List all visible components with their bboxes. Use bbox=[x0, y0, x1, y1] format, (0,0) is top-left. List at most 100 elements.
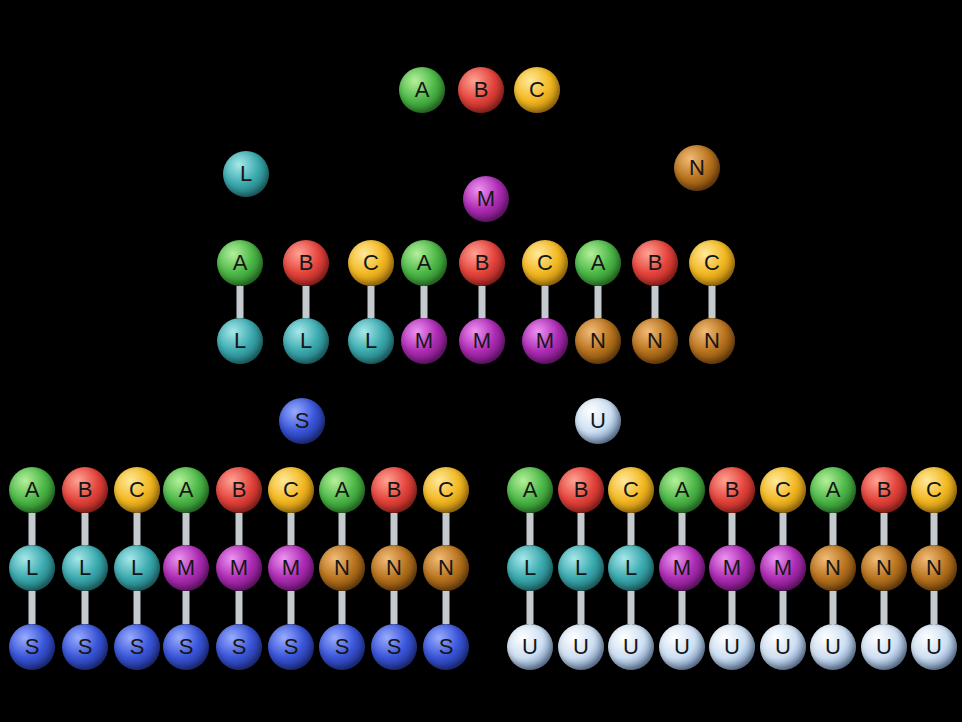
sphere-letter: S bbox=[78, 636, 93, 658]
sphere-letter: U bbox=[674, 636, 690, 658]
sphere-letter: A bbox=[675, 479, 690, 501]
sphere-letter: L bbox=[234, 330, 246, 352]
letter-sphere: A bbox=[217, 240, 263, 286]
connector-rod bbox=[527, 513, 534, 545]
sphere-letter: L bbox=[300, 330, 312, 352]
letter-sphere: N bbox=[319, 545, 365, 591]
letter-sphere: S bbox=[114, 624, 160, 670]
sphere-letter: U bbox=[825, 636, 841, 658]
sphere-letter: M bbox=[536, 330, 554, 352]
connector-rod bbox=[881, 513, 888, 545]
connector-rod bbox=[183, 591, 190, 624]
sphere-letter: L bbox=[575, 557, 587, 579]
letter-sphere: C bbox=[348, 240, 394, 286]
letter-sphere: S bbox=[62, 624, 108, 670]
letter-sphere: S bbox=[371, 624, 417, 670]
sphere-letter: U bbox=[724, 636, 740, 658]
sphere-letter: N bbox=[590, 330, 606, 352]
letter-sphere: C bbox=[760, 467, 806, 513]
sphere-letter: N bbox=[386, 557, 402, 579]
sphere-letter: U bbox=[573, 636, 589, 658]
sphere-letter: C bbox=[623, 479, 639, 501]
sphere-letter: C bbox=[129, 479, 145, 501]
connector-rod bbox=[578, 591, 585, 624]
sphere-letter: C bbox=[363, 252, 379, 274]
sphere-letter: B bbox=[648, 252, 663, 274]
sphere-letter: A bbox=[523, 479, 538, 501]
sphere-letter: A bbox=[417, 252, 432, 274]
letter-sphere: C bbox=[514, 67, 560, 113]
sphere-letter: M bbox=[473, 330, 491, 352]
letter-sphere: N bbox=[632, 318, 678, 364]
sphere-letter: C bbox=[704, 252, 720, 274]
sphere-letter: B bbox=[877, 479, 892, 501]
letter-sphere: M bbox=[163, 545, 209, 591]
connector-rod bbox=[780, 591, 787, 624]
connector-rod bbox=[709, 286, 716, 318]
sphere-letter: B bbox=[299, 252, 314, 274]
letter-sphere: L bbox=[608, 545, 654, 591]
sphere-letter: M bbox=[177, 557, 195, 579]
connector-rod bbox=[421, 286, 428, 318]
letter-sphere: M bbox=[760, 545, 806, 591]
sphere-letter: L bbox=[524, 557, 536, 579]
letter-sphere: A bbox=[319, 467, 365, 513]
sphere-letter: C bbox=[529, 79, 545, 101]
sphere-letter: M bbox=[477, 188, 495, 210]
letter-sphere: U bbox=[575, 398, 621, 444]
sphere-letter: U bbox=[590, 410, 606, 432]
letter-sphere: U bbox=[760, 624, 806, 670]
connector-rod bbox=[679, 591, 686, 624]
connector-rod bbox=[303, 286, 310, 318]
letter-sphere: N bbox=[674, 145, 720, 191]
letter-sphere: N bbox=[861, 545, 907, 591]
letter-sphere: U bbox=[861, 624, 907, 670]
connector-rod bbox=[391, 591, 398, 624]
connector-rod bbox=[339, 591, 346, 624]
sphere-letter: A bbox=[826, 479, 841, 501]
letter-sphere: C bbox=[689, 240, 735, 286]
letter-sphere: L bbox=[217, 318, 263, 364]
connector-rod bbox=[679, 513, 686, 545]
sphere-letter: L bbox=[365, 330, 377, 352]
sphere-letter: S bbox=[25, 636, 40, 658]
letter-sphere: M bbox=[401, 318, 447, 364]
sphere-letter: S bbox=[179, 636, 194, 658]
connector-rod bbox=[595, 286, 602, 318]
letter-sphere: B bbox=[459, 240, 505, 286]
letter-sphere: C bbox=[114, 467, 160, 513]
letter-sphere: A bbox=[507, 467, 553, 513]
letter-sphere: A bbox=[9, 467, 55, 513]
letter-sphere: S bbox=[423, 624, 469, 670]
sphere-letter: S bbox=[295, 410, 310, 432]
letter-sphere: A bbox=[163, 467, 209, 513]
letter-sphere: M bbox=[659, 545, 705, 591]
connector-rod bbox=[830, 591, 837, 624]
sphere-letter: M bbox=[415, 330, 433, 352]
connector-rod bbox=[578, 513, 585, 545]
connector-rod bbox=[82, 591, 89, 624]
letter-sphere: S bbox=[279, 398, 325, 444]
connector-rod bbox=[339, 513, 346, 545]
letter-sphere: C bbox=[911, 467, 957, 513]
sphere-letter: C bbox=[283, 479, 299, 501]
letter-sphere: U bbox=[507, 624, 553, 670]
sphere-letter: N bbox=[647, 330, 663, 352]
sphere-letter: U bbox=[926, 636, 942, 658]
sphere-letter: U bbox=[876, 636, 892, 658]
letter-sphere: L bbox=[558, 545, 604, 591]
sphere-letter: A bbox=[335, 479, 350, 501]
letter-sphere: C bbox=[608, 467, 654, 513]
letter-sphere: M bbox=[268, 545, 314, 591]
letter-sphere: L bbox=[223, 151, 269, 197]
letter-sphere: A bbox=[659, 467, 705, 513]
sphere-letter: B bbox=[574, 479, 589, 501]
letter-sphere: U bbox=[709, 624, 755, 670]
letter-sphere: N bbox=[575, 318, 621, 364]
connector-rod bbox=[236, 513, 243, 545]
connector-rod bbox=[29, 591, 36, 624]
letter-sphere: B bbox=[458, 67, 504, 113]
letter-sphere: A bbox=[399, 67, 445, 113]
letter-sphere: B bbox=[216, 467, 262, 513]
